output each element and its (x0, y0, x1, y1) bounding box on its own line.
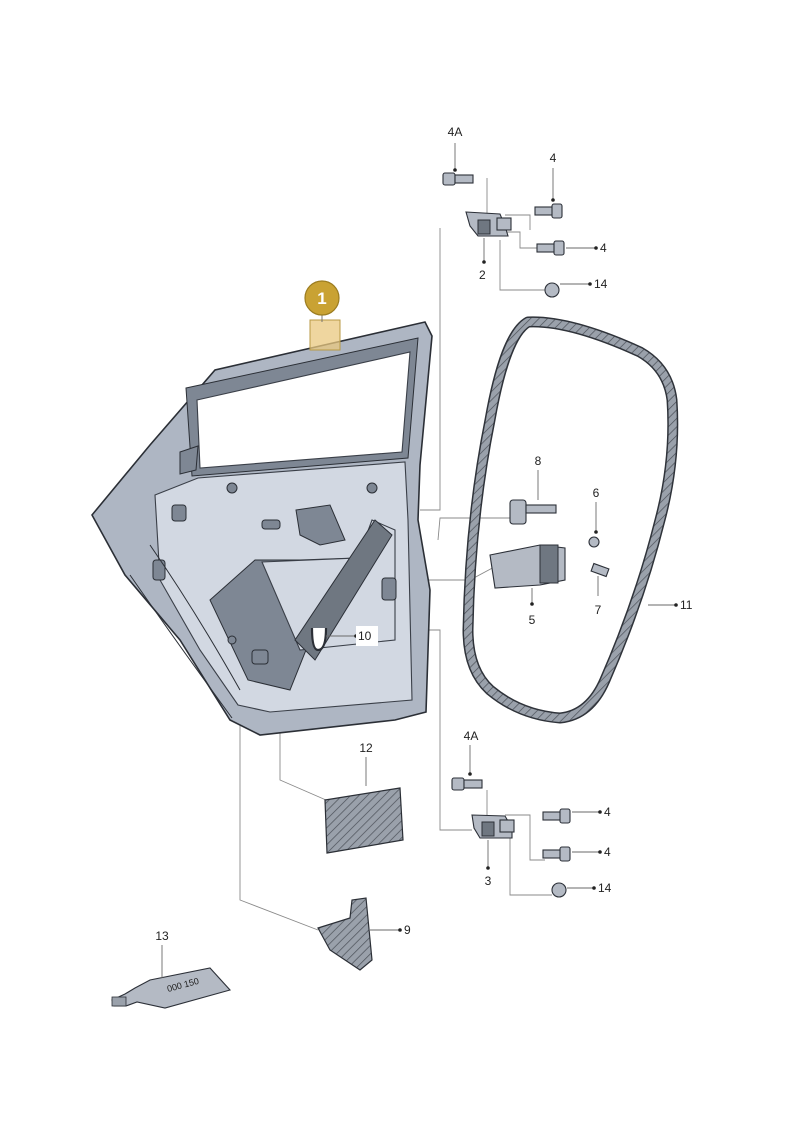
bolt-4-lower-a (542, 808, 571, 824)
label-4-lower-b: 4 (604, 845, 611, 859)
label-6: 6 (593, 486, 600, 500)
label-9: 9 (404, 923, 411, 937)
lower-hinge (471, 814, 515, 839)
upper-hinge (465, 211, 512, 237)
badge-number: 1 (317, 289, 326, 308)
bolt-4A-bottom (451, 777, 483, 791)
leader-dots (354, 168, 678, 932)
foam-block-9 (317, 897, 373, 971)
part-labels: 4A 4 4 2 14 8 6 5 7 11 10 12 4A 4 4 3 14… (155, 125, 692, 943)
label-8: 8 (535, 454, 542, 468)
label-10: 10 (358, 629, 372, 643)
bolt-4-upper-b (536, 240, 565, 256)
label-14-top: 14 (594, 277, 608, 291)
bolt-4A-top (442, 172, 474, 186)
label-4-upper-b: 4 (600, 241, 607, 255)
label-3: 3 (485, 874, 492, 888)
label-4-lower-a: 4 (604, 805, 611, 819)
label-11: 11 (680, 598, 693, 612)
label-4A-bottom: 4A (464, 729, 479, 743)
clip-10 (310, 627, 328, 652)
label-4-upper-a: 4 (550, 151, 557, 165)
nut-14-bottom (551, 882, 567, 898)
label-4A-top: 4A (448, 125, 463, 139)
label-7: 7 (595, 603, 602, 617)
item-1-highlight (309, 319, 341, 351)
damping-pad-12 (324, 787, 404, 854)
sealant-tube-13: 000 150 (111, 967, 232, 1009)
callout-badge-1[interactable]: 1 (304, 280, 340, 316)
label-13: 13 (155, 929, 169, 943)
bolt-4-upper-a (534, 203, 563, 219)
label-5: 5 (529, 613, 536, 627)
leader-lines (161, 143, 676, 978)
nut-14-top (544, 282, 560, 298)
door-seal (462, 316, 679, 724)
label-2: 2 (479, 268, 486, 282)
door-stop-assembly (489, 499, 610, 589)
label-12: 12 (359, 741, 373, 755)
door-shell (91, 321, 433, 736)
label-14-bottom: 14 (598, 881, 612, 895)
bolt-4-lower-b (542, 846, 571, 862)
label-10-box (356, 626, 378, 646)
